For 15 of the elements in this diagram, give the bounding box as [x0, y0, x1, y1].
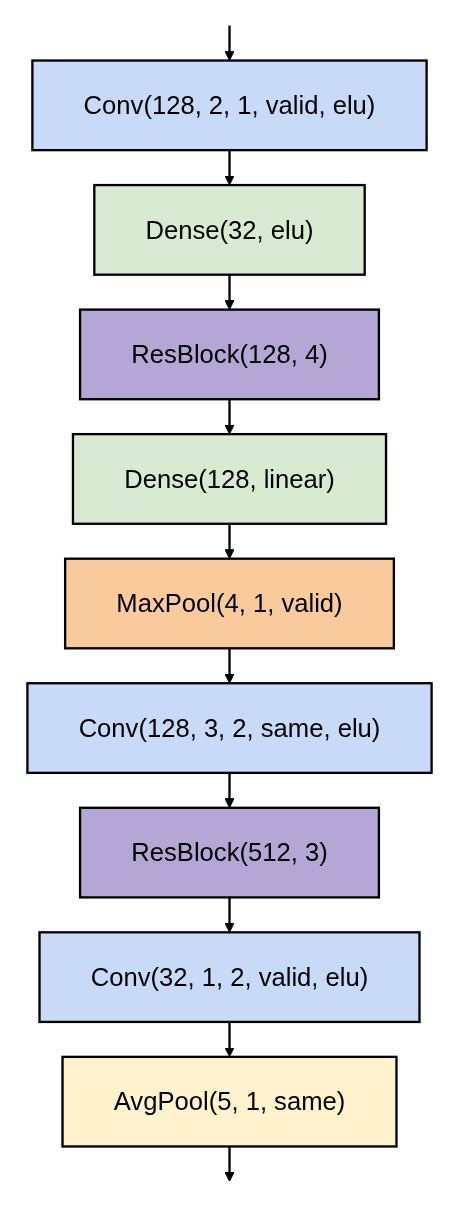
arrow — [224, 25, 235, 61]
node-box: ResBlock(512, 3) — [78, 806, 381, 899]
node-box: Dense(128, linear) — [71, 433, 388, 525]
node-box: Conv(128, 3, 2, same, elu) — [26, 682, 433, 774]
node-box: MaxPool(4, 1, valid) — [63, 557, 396, 650]
node-box: Dense(32, elu) — [93, 183, 366, 276]
node-box: AvgPool(5, 1, same) — [61, 1055, 398, 1148]
arrow — [224, 1146, 235, 1182]
node-box: ResBlock(128, 4) — [78, 308, 381, 401]
node-box: Conv(32, 1, 2, valid, elu) — [38, 931, 421, 1024]
arrow — [224, 399, 235, 435]
arrow — [224, 897, 235, 933]
arrow — [224, 150, 235, 186]
arrow — [224, 648, 235, 684]
node-box: Conv(128, 2, 1, valid, elu) — [31, 59, 428, 152]
